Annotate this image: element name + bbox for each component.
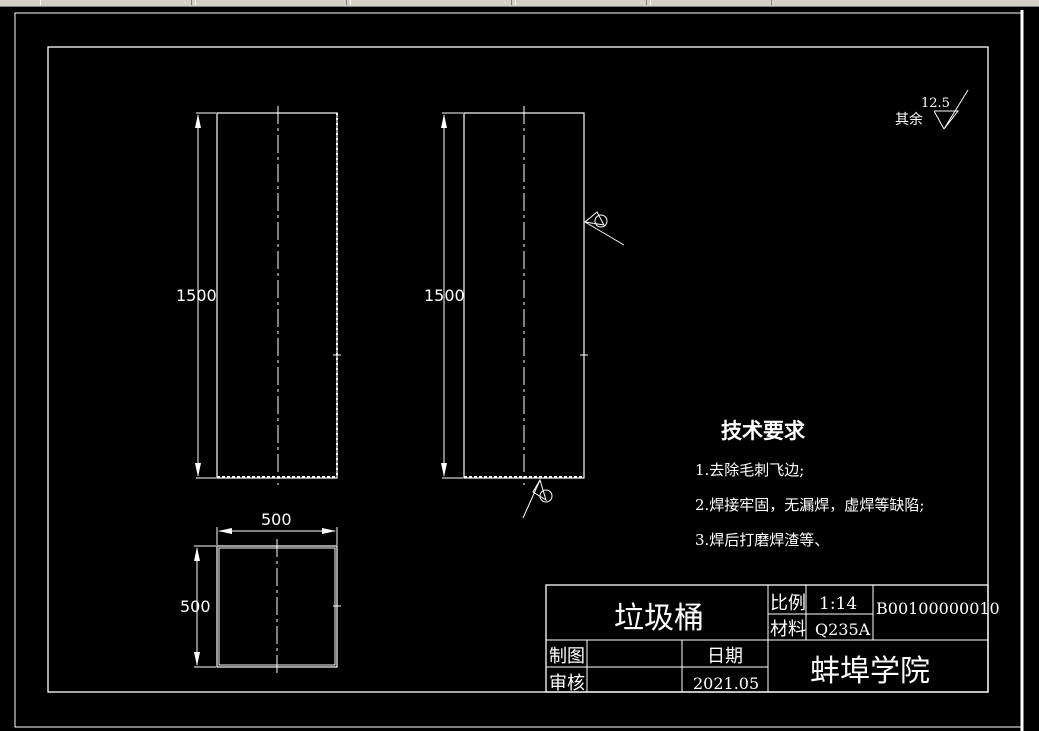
top-depth-arrow-bottom xyxy=(194,652,200,666)
window-top-bar xyxy=(0,0,1039,7)
institution-name: 蚌埠学院 xyxy=(810,654,930,689)
tech-requirement-item: 3.焊后打磨焊渣等、 xyxy=(695,531,829,549)
scale-label: 比例 xyxy=(770,593,806,614)
top-depth-arrow-top xyxy=(194,547,200,561)
side-height-dimension: 1500 xyxy=(424,286,465,305)
tech-requirement-item: 1.去除毛刺飞边; xyxy=(695,461,804,479)
material-label: 材料 xyxy=(770,619,806,640)
roughness-value: 12.5 xyxy=(921,96,950,111)
surface-roughness-note: 其余 12.5 xyxy=(895,89,969,130)
weld-all-around-circle-bottom xyxy=(539,489,553,503)
reviewed-by-label: 审核 xyxy=(549,673,585,694)
side-dim-arrow-top xyxy=(441,114,447,128)
front-dim-arrow-top xyxy=(195,114,201,128)
front-dim-arrow-bottom xyxy=(195,463,201,477)
outer-sheet-border xyxy=(14,12,1023,728)
date-label: 日期 xyxy=(707,646,743,667)
toolbar-segment[interactable] xyxy=(350,0,512,5)
front-view-outline xyxy=(216,112,338,479)
weld-symbol-side xyxy=(583,211,605,226)
drawn-by-label: 制图 xyxy=(549,646,585,667)
title-block: 垃圾桶 比例 1:14 材料 Q235A B00100000010 制图 审核 … xyxy=(545,584,1000,694)
side-view: 1500 xyxy=(424,106,625,519)
inner-drawing-frame xyxy=(47,46,989,693)
top-depth-dimension: 500 xyxy=(180,597,211,616)
toolbar-segment[interactable] xyxy=(650,0,772,5)
date-value: 2021.05 xyxy=(693,674,759,693)
top-width-dimension: 500 xyxy=(261,510,292,529)
toolbar-segment[interactable] xyxy=(515,0,647,5)
material-value: Q235A xyxy=(815,620,871,639)
roughness-symbol xyxy=(934,89,969,130)
top-width-arrow-left xyxy=(218,528,232,534)
weld-leader-bottom xyxy=(522,479,541,519)
tech-requirement-item: 2.焊接牢固，无漏焊，虚焊等缺陷; xyxy=(695,496,924,514)
toolbar-segment[interactable] xyxy=(40,0,192,5)
front-height-dimension: 1500 xyxy=(176,286,217,305)
weld-leader-side xyxy=(584,221,625,246)
side-dim-arrow-bottom xyxy=(441,463,447,477)
title-block-frame xyxy=(545,584,989,693)
drawing-number: B00100000010 xyxy=(876,599,1000,618)
tech-requirements-title: 技术要求 xyxy=(721,418,805,443)
front-view: 1500 xyxy=(176,106,341,485)
top-view: 500 500 xyxy=(180,510,341,675)
part-name: 垃圾桶 xyxy=(614,601,704,636)
top-width-arrow-right xyxy=(322,528,336,534)
scale-value: 1:14 xyxy=(819,594,857,614)
weld-all-around-circle-side xyxy=(594,214,608,228)
roughness-symbol-leg xyxy=(933,110,945,130)
toolbar-segment[interactable] xyxy=(195,0,347,5)
roughness-prefix: 其余 xyxy=(895,111,923,128)
technical-requirements: 技术要求 1.去除毛刺飞边; 2.焊接牢固，无漏焊，虚焊等缺陷; 3.焊后打磨焊… xyxy=(695,418,924,549)
